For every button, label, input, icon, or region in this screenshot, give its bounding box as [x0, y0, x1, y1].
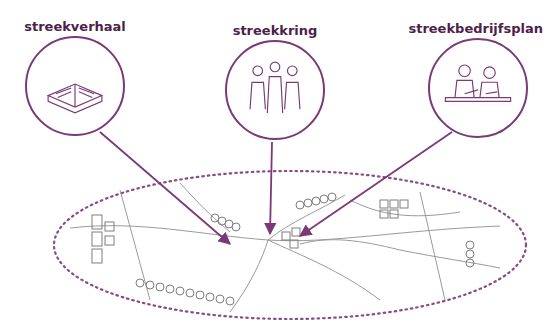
circle-heading: streekbedrijfsplan [408, 21, 543, 37]
circle-icon [27, 38, 123, 134]
map-lines [70, 183, 500, 312]
circle-icon [430, 40, 526, 136]
circle-icon [227, 42, 323, 138]
theme-circle: streekkring [225, 40, 325, 140]
circle-heading: streekkring [233, 23, 318, 39]
map-buildings [92, 200, 408, 263]
region-ellipse [54, 171, 526, 319]
theme-circle: streekbedrijfsplan [428, 38, 528, 138]
map-trees [136, 193, 474, 305]
circle-heading: streekverhaal [24, 19, 126, 35]
pointer-arrows [100, 132, 452, 244]
theme-circle: streekverhaal [25, 36, 125, 136]
